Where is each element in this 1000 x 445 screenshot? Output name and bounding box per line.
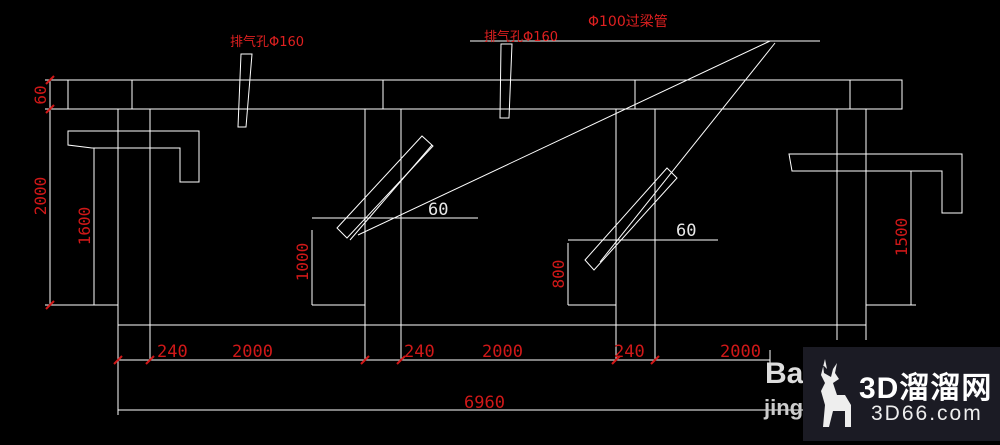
dim-span-a1: 240 bbox=[157, 342, 188, 362]
dim-height-total: 2000 bbox=[31, 177, 50, 216]
angle-label-right: 60 bbox=[676, 221, 696, 241]
vent-label-left: 排气孔Φ160 bbox=[230, 34, 304, 50]
pipe-label: Φ100过梁管 bbox=[588, 14, 668, 30]
dim-height-left: 1600 bbox=[75, 207, 94, 246]
vent-pipe-left bbox=[237, 53, 253, 128]
vent-pipe-mid bbox=[499, 43, 513, 119]
diagonal-pipe-right bbox=[584, 167, 678, 271]
right-duct bbox=[788, 153, 963, 214]
dimension-ticks bbox=[45, 75, 660, 365]
dim-total-width: 6960 bbox=[464, 393, 505, 413]
dim-span-b1: 240 bbox=[404, 342, 435, 362]
watermark-brand-big: 3D溜溜网 bbox=[859, 372, 993, 405]
diagonal-pipe-left bbox=[336, 135, 434, 239]
dim-span-a2: 2000 bbox=[232, 342, 273, 362]
top-slab bbox=[67, 79, 903, 110]
dim-height-right: 1500 bbox=[892, 218, 911, 257]
dim-slab-thickness: 60 bbox=[31, 85, 50, 104]
dim-span-c1: 240 bbox=[614, 342, 645, 362]
vent-label-mid: 排气孔Φ160 bbox=[484, 29, 558, 45]
geometry bbox=[45, 40, 963, 415]
watermark-partial-b: jing bbox=[764, 395, 804, 420]
dim-height-800: 800 bbox=[549, 260, 568, 289]
watermark-logo: 3D溜溜网 3D66.com bbox=[803, 347, 1000, 441]
dim-span-b2: 2000 bbox=[482, 342, 523, 362]
watermark-partial-a: Ba bbox=[765, 357, 804, 390]
left-duct bbox=[67, 130, 200, 183]
angle-label-left: 60 bbox=[428, 200, 448, 220]
deer-icon bbox=[821, 359, 851, 427]
watermark-brand-small: 3D66.com bbox=[871, 402, 983, 425]
dim-height-1000: 1000 bbox=[293, 243, 312, 282]
dim-span-c2: 2000 bbox=[720, 342, 761, 362]
